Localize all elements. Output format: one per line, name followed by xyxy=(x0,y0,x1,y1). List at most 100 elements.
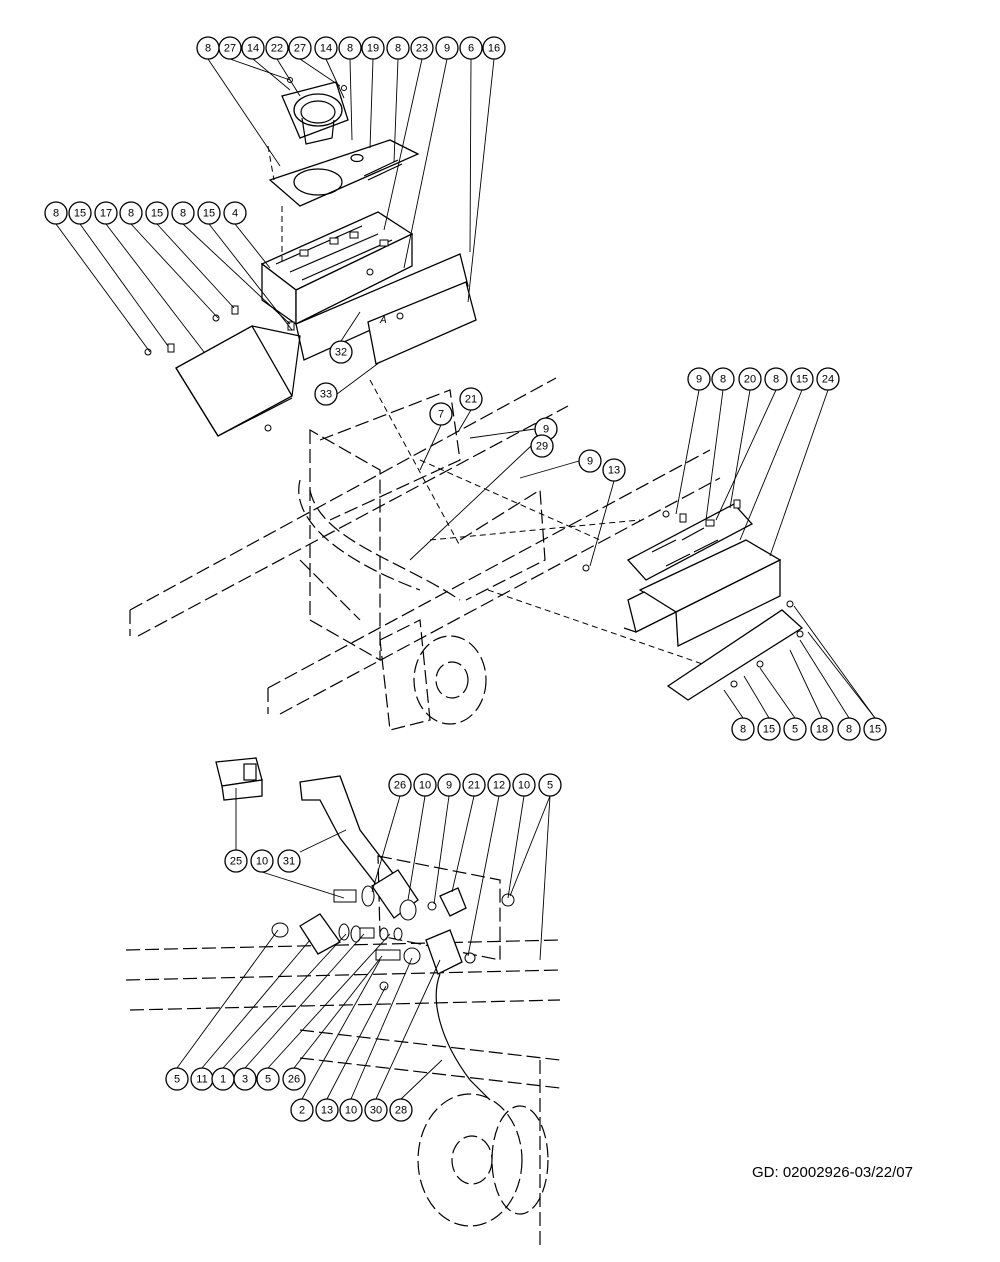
callout-circle xyxy=(410,36,434,60)
callout-label: 31 xyxy=(283,856,295,868)
callout-14: 14 xyxy=(241,36,265,60)
callout-14: 14 xyxy=(314,36,338,60)
callout-label: 32 xyxy=(335,347,347,359)
callout-circle xyxy=(790,367,814,391)
callout-circle xyxy=(288,36,312,60)
dash-panel-assembly xyxy=(582,389,876,719)
callout-18: 18 xyxy=(810,717,834,741)
callout-8: 8 xyxy=(837,717,861,741)
callout-8: 8 xyxy=(731,717,755,741)
callout-circle xyxy=(339,1098,363,1122)
callout-circle xyxy=(687,367,711,391)
callout-5: 5 xyxy=(165,1067,189,1091)
part-bezel-22 xyxy=(281,77,349,145)
callout-label: 9 xyxy=(696,374,702,386)
callout-circle xyxy=(241,36,265,60)
callout-label: 15 xyxy=(151,208,163,220)
callout-circle xyxy=(145,201,169,225)
callout-21: 21 xyxy=(459,387,483,411)
callout-circle xyxy=(329,340,353,364)
callout-circle xyxy=(810,717,834,741)
callout-25: 25 xyxy=(224,849,248,873)
callout-label: 25 xyxy=(230,856,242,868)
callout-circle xyxy=(783,717,807,741)
callout-circle xyxy=(44,201,68,225)
callout-label: 16 xyxy=(488,43,500,55)
callout-10: 10 xyxy=(250,849,274,873)
callout-label: 26 xyxy=(394,780,406,792)
callout-15: 15 xyxy=(863,717,887,741)
callout-circle xyxy=(731,717,755,741)
callout-31: 31 xyxy=(277,849,301,873)
callout-label: 1 xyxy=(220,1074,226,1086)
callout-19: 19 xyxy=(361,36,385,60)
callout-circle xyxy=(429,402,453,426)
callout-21: 21 xyxy=(462,773,486,797)
callout-27: 27 xyxy=(218,36,242,60)
callout-label: 24 xyxy=(822,374,834,386)
callout-circle xyxy=(224,849,248,873)
callout-15: 15 xyxy=(790,367,814,391)
callout-17: 17 xyxy=(94,201,118,225)
callout-1: 1 xyxy=(211,1067,235,1091)
callout-label: 15 xyxy=(796,374,808,386)
callout-6: 6 xyxy=(459,36,483,60)
callout-circle xyxy=(233,1067,257,1091)
callout-label: 14 xyxy=(320,43,332,55)
callout-circle xyxy=(435,36,459,60)
callout-label: 21 xyxy=(465,394,477,406)
callout-circle xyxy=(218,36,242,60)
callout-22: 22 xyxy=(265,36,289,60)
callout-label: 8 xyxy=(180,208,186,220)
callout-label: 5 xyxy=(174,1074,180,1086)
callout-label: 10 xyxy=(345,1105,357,1117)
callout-9: 9 xyxy=(687,367,711,391)
callout-28: 28 xyxy=(389,1098,413,1122)
callout-8: 8 xyxy=(44,201,68,225)
callout-10: 10 xyxy=(413,773,437,797)
callout-label: 8 xyxy=(395,43,401,55)
callout-label: 8 xyxy=(740,724,746,736)
callout-label: 28 xyxy=(395,1105,407,1117)
callout-15: 15 xyxy=(145,201,169,225)
callout-label: 15 xyxy=(74,208,86,220)
callout-11: 11 xyxy=(190,1067,214,1091)
callout-circle xyxy=(413,773,437,797)
callout-circle xyxy=(314,382,338,406)
callout-circle xyxy=(459,387,483,411)
callout-label: 8 xyxy=(347,43,353,55)
callout-circle xyxy=(290,1098,314,1122)
lever-leader-lines xyxy=(176,795,551,1100)
callout-circle xyxy=(863,717,887,741)
callout-circle xyxy=(265,36,289,60)
callout-29: 29 xyxy=(530,434,554,458)
callout-label: 8 xyxy=(773,374,779,386)
callout-circle xyxy=(757,717,781,741)
callout-circle xyxy=(538,773,562,797)
callout-label: 9 xyxy=(444,43,450,55)
callout-label: 9 xyxy=(587,456,593,468)
callout-circle xyxy=(578,449,602,473)
callout-label: 10 xyxy=(419,780,431,792)
callout-15: 15 xyxy=(197,201,221,225)
callout-circle xyxy=(764,367,788,391)
callout-label: 9 xyxy=(446,780,452,792)
callout-27: 27 xyxy=(288,36,312,60)
callout-26: 26 xyxy=(388,773,412,797)
callout-label: 3 xyxy=(242,1074,248,1086)
callout-3: 3 xyxy=(233,1067,257,1091)
callout-circle xyxy=(250,849,274,873)
callout-circle xyxy=(223,201,247,225)
callout-20: 20 xyxy=(738,367,762,391)
callout-circle xyxy=(711,367,735,391)
callout-23: 23 xyxy=(410,36,434,60)
chassis-frame xyxy=(129,377,721,731)
callout-label: 22 xyxy=(271,43,283,55)
callout-circle xyxy=(277,849,301,873)
callout-circle xyxy=(282,1067,306,1091)
callout-label: 33 xyxy=(320,389,332,401)
callout-label: 11 xyxy=(196,1074,207,1086)
callout-circle xyxy=(364,1098,388,1122)
callout-8: 8 xyxy=(196,36,220,60)
callout-label: 21 xyxy=(468,780,480,792)
